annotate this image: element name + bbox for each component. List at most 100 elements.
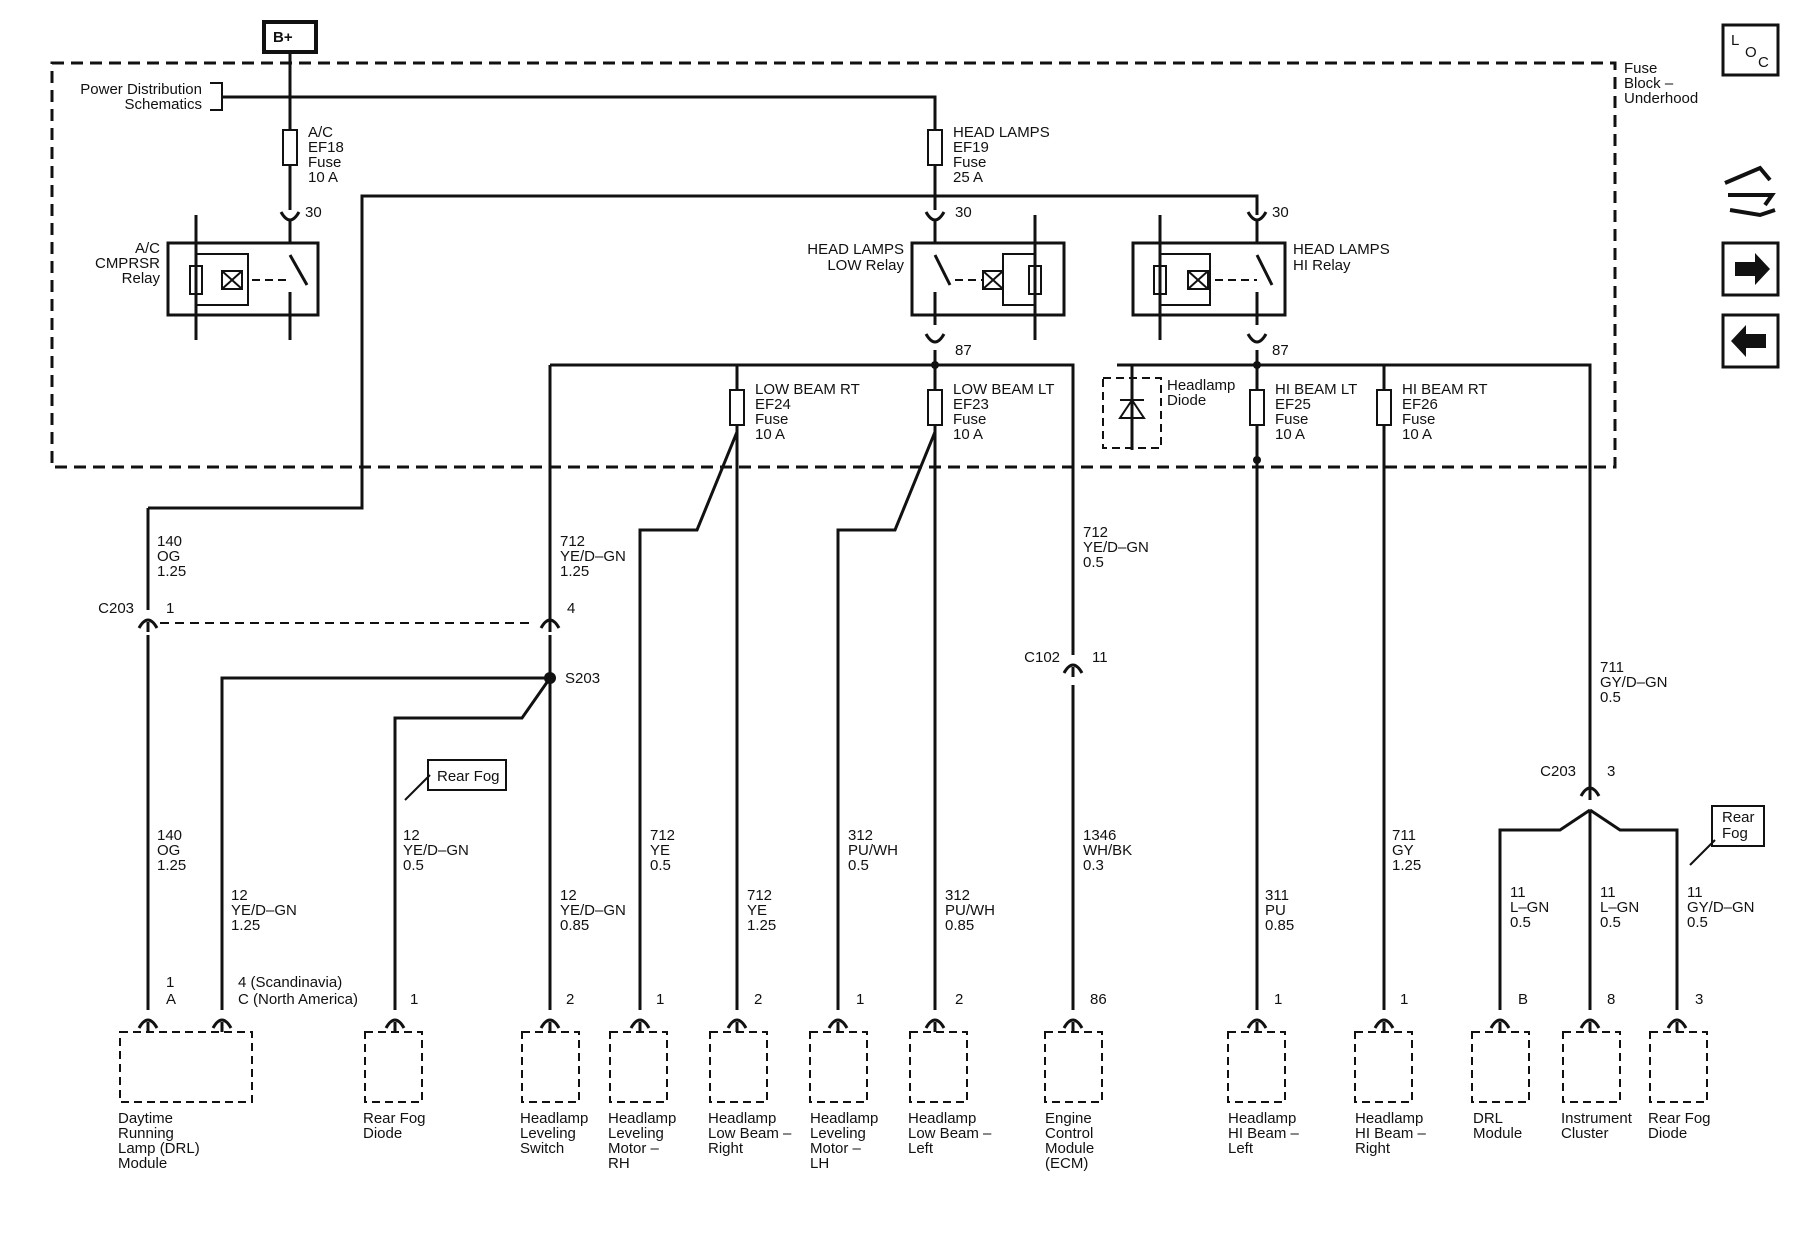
connector-c102-pin11: 11 [1092, 649, 1108, 666]
pin-30-ac: 30 [305, 204, 322, 221]
location-button[interactable]: L O C [1731, 32, 1769, 71]
svg-text:0.5: 0.5 [1600, 914, 1621, 931]
svg-text:Rear Fog: Rear Fog [363, 1110, 426, 1127]
arrow-left-icon[interactable] [1731, 325, 1766, 357]
svg-text:0.85: 0.85 [560, 917, 589, 934]
svg-text:Control: Control [1045, 1125, 1093, 1142]
component-ecm[interactable]: Engine Control Module (ECM) [1045, 1110, 1094, 1172]
svg-text:YE/D–GN: YE/D–GN [231, 902, 297, 919]
svg-text:A/C: A/C [135, 240, 160, 257]
rear-fog-flag-2[interactable]: Rear Fog [1722, 809, 1755, 842]
relay-ac-label: A/C CMPRSR Relay [95, 240, 161, 287]
connector-icon[interactable] [1724, 165, 1776, 218]
svg-text:Low Beam –: Low Beam – [708, 1125, 792, 1142]
power-distribution-label[interactable]: Power Distribution Schematics [80, 81, 202, 113]
svg-text:Motor –: Motor – [810, 1140, 862, 1157]
drl-module-pin: B [1518, 991, 1528, 1008]
svg-text:L–GN: L–GN [1510, 899, 1549, 916]
component-headlamp-low-beam-left[interactable]: Headlamp Low Beam – Left [908, 1110, 992, 1157]
svg-text:HI Beam –: HI Beam – [1355, 1125, 1427, 1142]
component-rear-fog-diode-2[interactable]: Rear Fog Diode [1648, 1110, 1711, 1142]
svg-text:Headlamp: Headlamp [520, 1110, 588, 1127]
svg-text:EF18: EF18 [308, 139, 344, 156]
svg-text:0.5: 0.5 [1510, 914, 1531, 931]
hl-low-right-pin: 2 [754, 991, 762, 1008]
pin-87-low: 87 [955, 342, 972, 359]
component-headlamp-leveling-switch[interactable]: Headlamp Leveling Switch [520, 1110, 588, 1157]
svg-text:312: 312 [945, 887, 970, 904]
component-rear-fog-diode[interactable]: Rear Fog Diode [363, 1110, 426, 1142]
fuse-block-label: Fuse Block – Underhood [1624, 60, 1698, 107]
svg-text:140: 140 [157, 533, 182, 550]
svg-text:PU: PU [1265, 902, 1286, 919]
fuse-head-lamps-label: HEAD LAMPS EF19 Fuse 25 A [953, 124, 1050, 186]
svg-text:Fuse: Fuse [1275, 411, 1308, 428]
svg-text:YE/D–GN: YE/D–GN [1083, 539, 1149, 556]
component-drl[interactable]: Daytime Running Lamp (DRL) Module [118, 1110, 200, 1172]
connector-c203-pin1: 1 [166, 600, 174, 617]
svg-text:12: 12 [403, 827, 420, 844]
component-headlamp-hi-beam-left[interactable]: Headlamp HI Beam – Left [1228, 1110, 1300, 1157]
svg-text:0.85: 0.85 [945, 917, 974, 934]
hl-switch-pin: 2 [566, 991, 574, 1008]
svg-text:Module: Module [1045, 1140, 1094, 1157]
svg-text:Cluster: Cluster [1561, 1125, 1609, 1142]
svg-text:712: 712 [747, 887, 772, 904]
svg-text:HI Beam –: HI Beam – [1228, 1125, 1300, 1142]
component-drl-module[interactable]: DRL Module [1473, 1110, 1522, 1142]
component-headlamp-low-beam-right[interactable]: Headlamp Low Beam – Right [708, 1110, 792, 1157]
svg-text:EF26: EF26 [1402, 396, 1438, 413]
svg-text:YE: YE [650, 842, 670, 859]
svg-text:Fuse: Fuse [953, 411, 986, 428]
fuse-hi-beam-lt-label: HI BEAM LT EF25 Fuse 10 A [1275, 381, 1357, 443]
connector-c203-pin4: 4 [567, 600, 575, 617]
component-instrument-cluster[interactable]: Instrument Cluster [1561, 1110, 1633, 1142]
svg-text:EF25: EF25 [1275, 396, 1311, 413]
svg-text:Headlamp: Headlamp [908, 1110, 976, 1127]
svg-text:0.3: 0.3 [1083, 857, 1104, 874]
svg-text:Block –: Block – [1624, 75, 1674, 92]
svg-text:GY: GY [1392, 842, 1414, 859]
svg-text:712: 712 [1083, 524, 1108, 541]
pin-30-low: 30 [955, 204, 972, 221]
component-headlamp-hi-beam-right[interactable]: Headlamp HI Beam – Right [1355, 1110, 1427, 1157]
svg-text:25 A: 25 A [953, 169, 983, 186]
fuse-low-beam-lt-label: LOW BEAM LT EF23 Fuse 10 A [953, 381, 1054, 443]
svg-text:11: 11 [1510, 884, 1526, 901]
svg-text:1: 1 [166, 974, 174, 991]
svg-text:Underhood: Underhood [1624, 90, 1698, 107]
svg-text:Daytime: Daytime [118, 1110, 173, 1127]
svg-text:YE/D–GN: YE/D–GN [560, 902, 626, 919]
hl-motor-rh-pin: 1 [656, 991, 664, 1008]
svg-text:DRL: DRL [1473, 1110, 1503, 1127]
loc-letter-l: L [1731, 32, 1739, 49]
rear-fog-flag[interactable]: Rear Fog [437, 768, 500, 785]
arrow-right-icon[interactable] [1735, 253, 1770, 285]
nav-panel: L O C [1724, 32, 1776, 357]
fuse-low-beam-rt-label: LOW BEAM RT EF24 Fuse 10 A [755, 381, 860, 443]
svg-text:Fuse: Fuse [308, 154, 341, 171]
svg-text:Headlamp: Headlamp [810, 1110, 878, 1127]
svg-text:HI BEAM LT: HI BEAM LT [1275, 381, 1357, 398]
svg-text:HI Relay: HI Relay [1293, 257, 1351, 274]
svg-text:Fuse: Fuse [1624, 60, 1657, 77]
svg-text:Left: Left [1228, 1140, 1254, 1157]
component-headlamp-leveling-motor-rh[interactable]: Headlamp Leveling Motor – RH [608, 1110, 676, 1172]
component-headlamp-leveling-motor-lh[interactable]: Headlamp Leveling Motor – LH [810, 1110, 878, 1172]
svg-text:Engine: Engine [1045, 1110, 1092, 1127]
svg-text:10 A: 10 A [1275, 426, 1305, 443]
ecm-pin: 86 [1090, 991, 1107, 1008]
svg-text:0.5: 0.5 [1687, 914, 1708, 931]
svg-text:0.5: 0.5 [1083, 554, 1104, 571]
low-relay-box [910, 241, 1066, 317]
svg-text:12: 12 [560, 887, 577, 904]
relay-low-label: HEAD LAMPS LOW Relay [807, 241, 904, 274]
svg-text:Fuse: Fuse [953, 154, 986, 171]
svg-text:GY/D–GN: GY/D–GN [1600, 674, 1668, 691]
